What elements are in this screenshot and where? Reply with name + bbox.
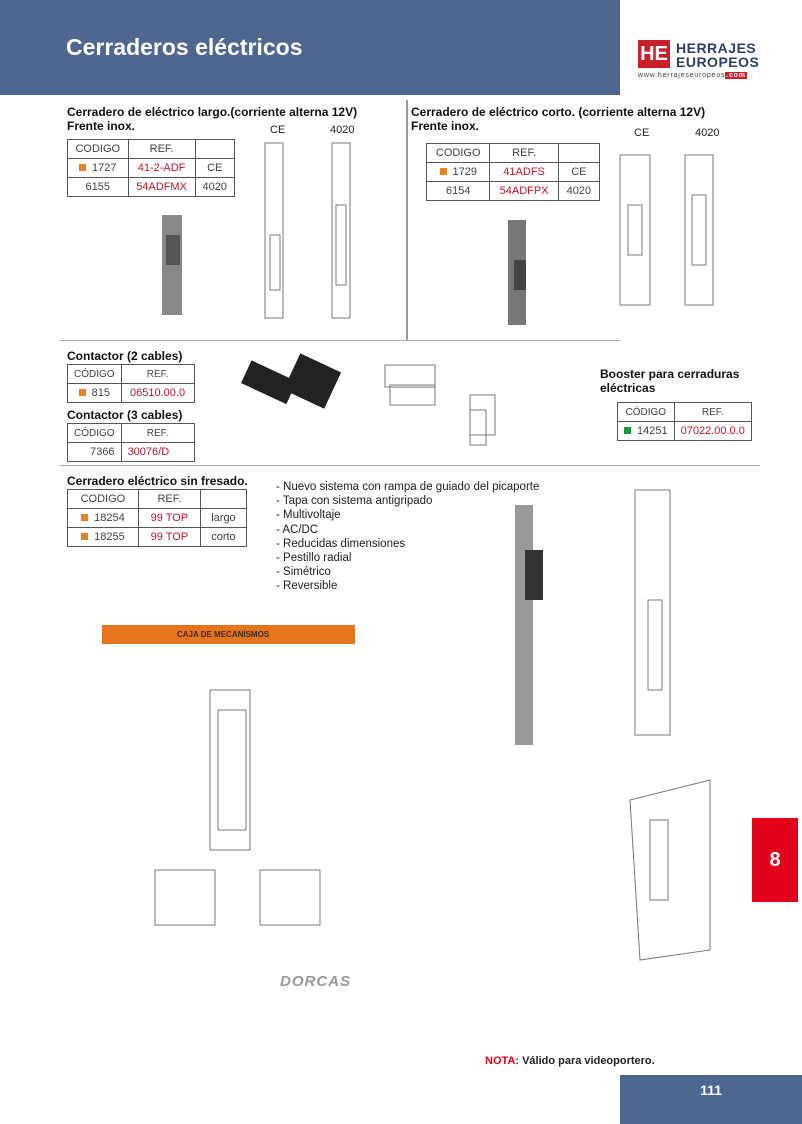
diagram-label: CE <box>270 124 286 136</box>
corto-drawings <box>508 154 714 325</box>
diagram-label: CE <box>634 127 650 139</box>
dorcas-logo: DORCAS <box>280 973 352 990</box>
contactor-images <box>241 353 496 446</box>
contactor3-title: Contactor (3 cables) <box>67 408 183 422</box>
feature-list: - Nuevo sistema con rampa de guiado del … <box>276 481 540 593</box>
note: NOTA: Válido para videoportero. <box>485 1055 655 1067</box>
divider <box>60 465 760 466</box>
logo-mark: HE <box>638 40 670 68</box>
diagram-label: 4020 <box>695 127 720 139</box>
page-number: 111 <box>620 1075 802 1124</box>
sinfresado-title: Cerradero eléctrico sin fresado. <box>67 474 248 488</box>
sinfresado-drawings <box>515 489 711 961</box>
header-band: Cerraderos eléctricos <box>0 0 620 95</box>
logo-line2: EUROPEOS <box>676 54 760 70</box>
chapter-tab: 8 <box>752 818 798 902</box>
logo-line1: HERRAJES <box>676 40 757 56</box>
contactor2-title: Contactor (2 cables) <box>67 349 183 363</box>
brand-logo: HE HERRAJES EUROPEOS www.herrajeseuropeo… <box>638 40 760 82</box>
divider <box>406 100 408 340</box>
divider <box>60 340 620 341</box>
corto-title: Cerradero de eléctrico corto. (corriente… <box>411 105 706 133</box>
section-banner: CAJA DE MECANISMOS <box>102 625 355 644</box>
diagram-label: 4020 <box>330 124 355 136</box>
logo-url: www.herrajeseuropeos.com <box>638 72 747 79</box>
page-title: Cerraderos eléctricos <box>66 34 303 60</box>
largo-title: Cerradero de eléctrico largo.(corriente … <box>67 105 358 133</box>
booster-title: Booster para cerraduras eléctricas <box>600 367 740 395</box>
mechanism-drawings <box>154 689 321 926</box>
largo-drawings <box>162 142 351 319</box>
